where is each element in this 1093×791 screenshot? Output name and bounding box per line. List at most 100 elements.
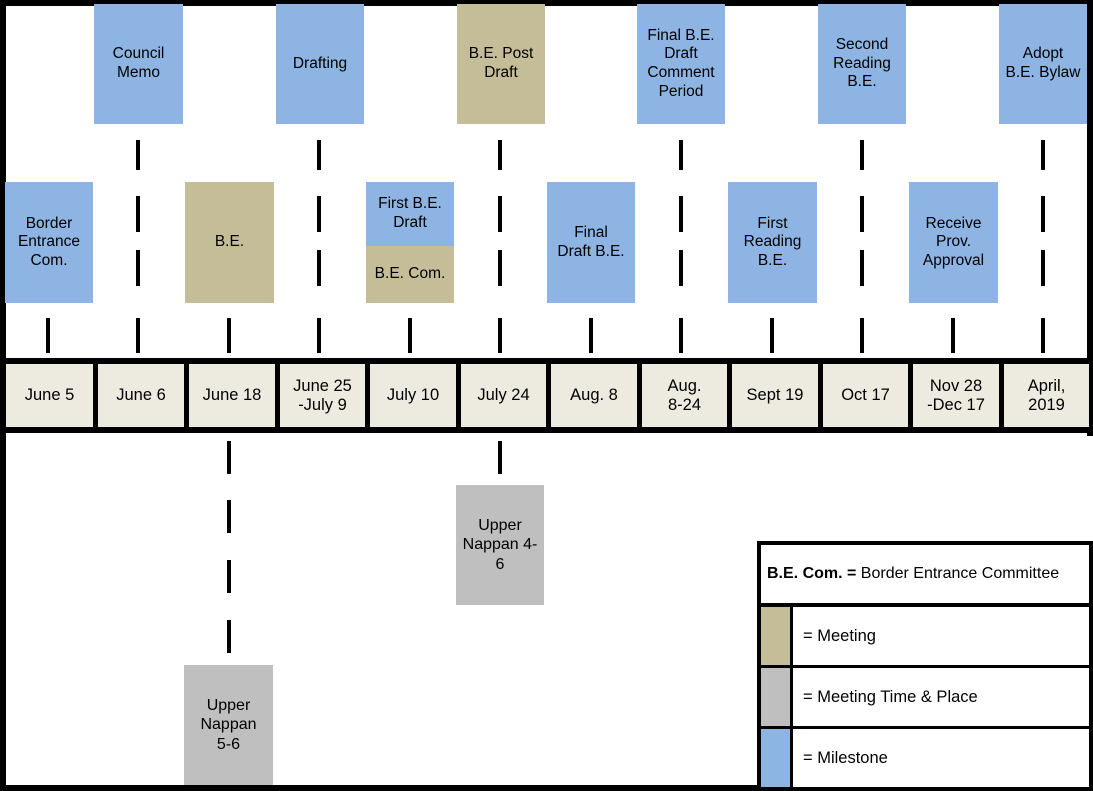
date-label: Oct 17 <box>841 386 890 405</box>
node-label: B.E. Com. <box>374 265 446 283</box>
date-separator <box>184 364 189 427</box>
date-separator <box>727 364 732 427</box>
connector-tick <box>1041 196 1045 232</box>
date-cell-oct-17[interactable]: Oct 17 <box>823 364 908 427</box>
node-label: Adopt B.E. Bylaw <box>1005 45 1081 81</box>
date-cell-april-2019[interactable]: April, 2019 <box>1004 364 1089 427</box>
connector-tick <box>136 250 140 286</box>
connector-tick <box>951 318 955 353</box>
connector-tick <box>770 318 774 353</box>
date-label: June 18 <box>202 386 262 405</box>
milestone-adopt-be-bylaw[interactable]: Adopt B.E. Bylaw <box>999 4 1087 124</box>
node-label: Drafting <box>292 54 348 72</box>
date-cell-june-18[interactable]: June 18 <box>189 364 275 427</box>
date-label: June 25 -July 9 <box>293 376 352 414</box>
meeting-be-com[interactable]: B.E. Com. <box>366 246 454 303</box>
connector-tick <box>679 318 683 353</box>
connector-tick <box>136 318 140 353</box>
connector-tick <box>679 140 683 170</box>
legend-swatch-meeting-time-place-icon <box>761 668 793 726</box>
date-label: June 6 <box>116 386 166 405</box>
connector-tick <box>317 140 321 170</box>
date-separator <box>275 364 280 427</box>
meeting-be-post-draft[interactable]: B.E. Post Draft <box>457 4 545 124</box>
connector-tick <box>46 318 50 353</box>
meeting-time-place-upper-nappan-4-6[interactable]: Upper Nappan 4- 6 <box>456 485 544 605</box>
date-separator <box>365 364 370 427</box>
date-band-rule-top <box>0 358 1093 364</box>
date-label: July 10 <box>386 386 440 405</box>
frame-border-bottom <box>0 785 1093 791</box>
legend-swatch-milestone-icon <box>761 729 793 787</box>
connector-tick <box>498 196 502 232</box>
node-label: Border Entrance Com. <box>17 214 81 269</box>
legend-abbreviation: B.E. Com. = Border Entrance Committee <box>761 545 1089 607</box>
date-label: Nov 28 -Dec 17 <box>927 376 985 414</box>
node-label: Final B.E. Draft Comment Period <box>647 26 715 100</box>
milestone-first-be-draft[interactable]: First B.E. Draft <box>366 182 454 246</box>
connector-tick <box>498 318 502 353</box>
connector-tick <box>408 318 412 353</box>
date-separator <box>818 364 823 427</box>
connector-tick <box>1041 250 1045 286</box>
legend-row-meeting: = Meeting <box>761 607 1089 668</box>
connector-tick <box>227 441 231 474</box>
date-cell-aug-8-24[interactable]: Aug. 8-24 <box>642 364 727 427</box>
milestone-receive-prov-approval[interactable]: Receive Prov. Approval <box>909 182 998 303</box>
date-band-rule-bottom <box>0 427 1093 433</box>
connector-tick <box>136 196 140 232</box>
milestone-drafting[interactable]: Drafting <box>276 4 364 124</box>
connector-tick <box>136 140 140 170</box>
node-label: Council Memo <box>112 45 165 81</box>
connector-tick <box>227 318 231 353</box>
date-cell-sept-19[interactable]: Sept 19 <box>732 364 818 427</box>
legend-label-milestone: = Milestone <box>803 748 888 767</box>
connector-tick <box>227 500 231 533</box>
milestone-final-draft-be[interactable]: Final Draft B.E. <box>547 182 635 303</box>
date-separator <box>93 364 98 427</box>
connector-tick <box>589 318 593 353</box>
meeting-time-place-upper-nappan-5-6[interactable]: Upper Nappan 5-6 <box>184 665 273 785</box>
meeting-be[interactable]: B.E. <box>185 182 274 303</box>
milestone-council-memo[interactable]: Council Memo <box>94 4 183 124</box>
date-cell-june-25-july-9[interactable]: June 25 -July 9 <box>280 364 365 427</box>
legend-row-meeting-time-place: = Meeting Time & Place <box>761 668 1089 729</box>
date-cell-aug-8[interactable]: Aug. 8 <box>551 364 637 427</box>
milestone-second-reading-be[interactable]: Second Reading B.E. <box>818 4 906 124</box>
legend-abbreviation-expansion: Border Entrance Committee <box>856 565 1060 582</box>
milestone-final-be-draft-comment-period[interactable]: Final B.E. Draft Comment Period <box>637 4 725 124</box>
node-label: First Reading B.E. <box>743 214 802 269</box>
node-label: Final Draft B.E. <box>557 223 625 260</box>
node-label: First B.E. Draft <box>378 195 442 231</box>
connector-tick <box>498 441 502 474</box>
date-cell-july-24[interactable]: July 24 <box>461 364 546 427</box>
date-label: June 5 <box>24 386 75 405</box>
date-cell-nov-28-dec-17[interactable]: Nov 28 -Dec 17 <box>913 364 999 427</box>
legend-swatch-meeting-icon <box>761 607 793 665</box>
legend-label-meeting-time-place: = Meeting Time & Place <box>803 687 978 706</box>
node-label: Upper Nappan 5-6 <box>200 697 257 753</box>
date-separator <box>999 364 1004 427</box>
milestone-border-entrance-com[interactable]: Border Entrance Com. <box>5 182 93 303</box>
connector-tick <box>498 250 502 286</box>
date-label: April, 2019 <box>1027 376 1066 414</box>
date-cell-july-10[interactable]: July 10 <box>370 364 456 427</box>
date-cell-june-6[interactable]: June 6 <box>98 364 184 427</box>
date-separator <box>546 364 551 427</box>
connector-tick <box>1041 140 1045 170</box>
connector-tick <box>679 250 683 286</box>
frame-border-top <box>0 0 1093 6</box>
milestone-first-reading-be[interactable]: First Reading B.E. <box>728 182 817 303</box>
connector-tick <box>498 140 502 170</box>
legend-row-milestone: = Milestone <box>761 729 1089 787</box>
connector-tick <box>317 318 321 353</box>
stacked-first-be-draft-and-be-com[interactable]: First B.E. Draft B.E. Com. <box>366 182 454 303</box>
legend: B.E. Com. = Border Entrance Committee = … <box>757 541 1093 791</box>
node-label: B.E. Post Draft <box>468 45 534 81</box>
connector-tick <box>1041 318 1045 353</box>
node-label: Receive Prov. Approval <box>922 214 985 269</box>
date-cell-june-5[interactable]: June 5 <box>6 364 93 427</box>
legend-abbreviation-term: B.E. Com. = <box>767 565 857 582</box>
connector-tick <box>860 196 864 232</box>
